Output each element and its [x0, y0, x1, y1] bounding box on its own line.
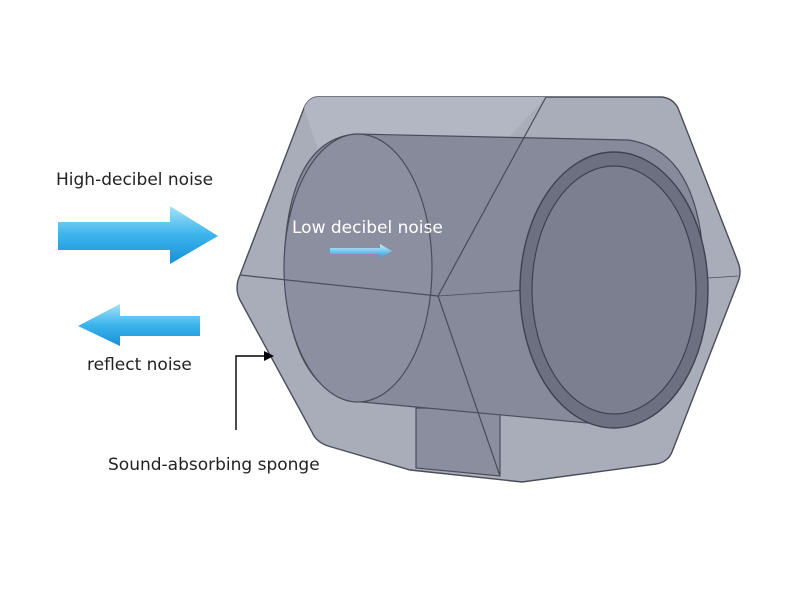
seam-line-2 [437, 295, 501, 477]
seam-line-1 [437, 96, 547, 297]
reflect-noise-label: reflect noise [87, 355, 192, 375]
housing-foot [415, 407, 501, 477]
low-decibel-label: Low decibel noise [292, 218, 443, 238]
high-decibel-label: High-decibel noise [56, 170, 214, 190]
outlet-face [531, 165, 697, 415]
reflected-noise-arrow [78, 304, 200, 346]
sponge-face [283, 133, 433, 403]
sponge-label: Sound-absorbing sponge [108, 455, 320, 475]
sponge-leader-arrowhead [264, 351, 274, 361]
incoming-noise-arrow [58, 206, 218, 264]
seam-line-3 [239, 274, 439, 297]
low-noise-arrow [330, 244, 392, 258]
sponge-leader-line [235, 355, 268, 430]
